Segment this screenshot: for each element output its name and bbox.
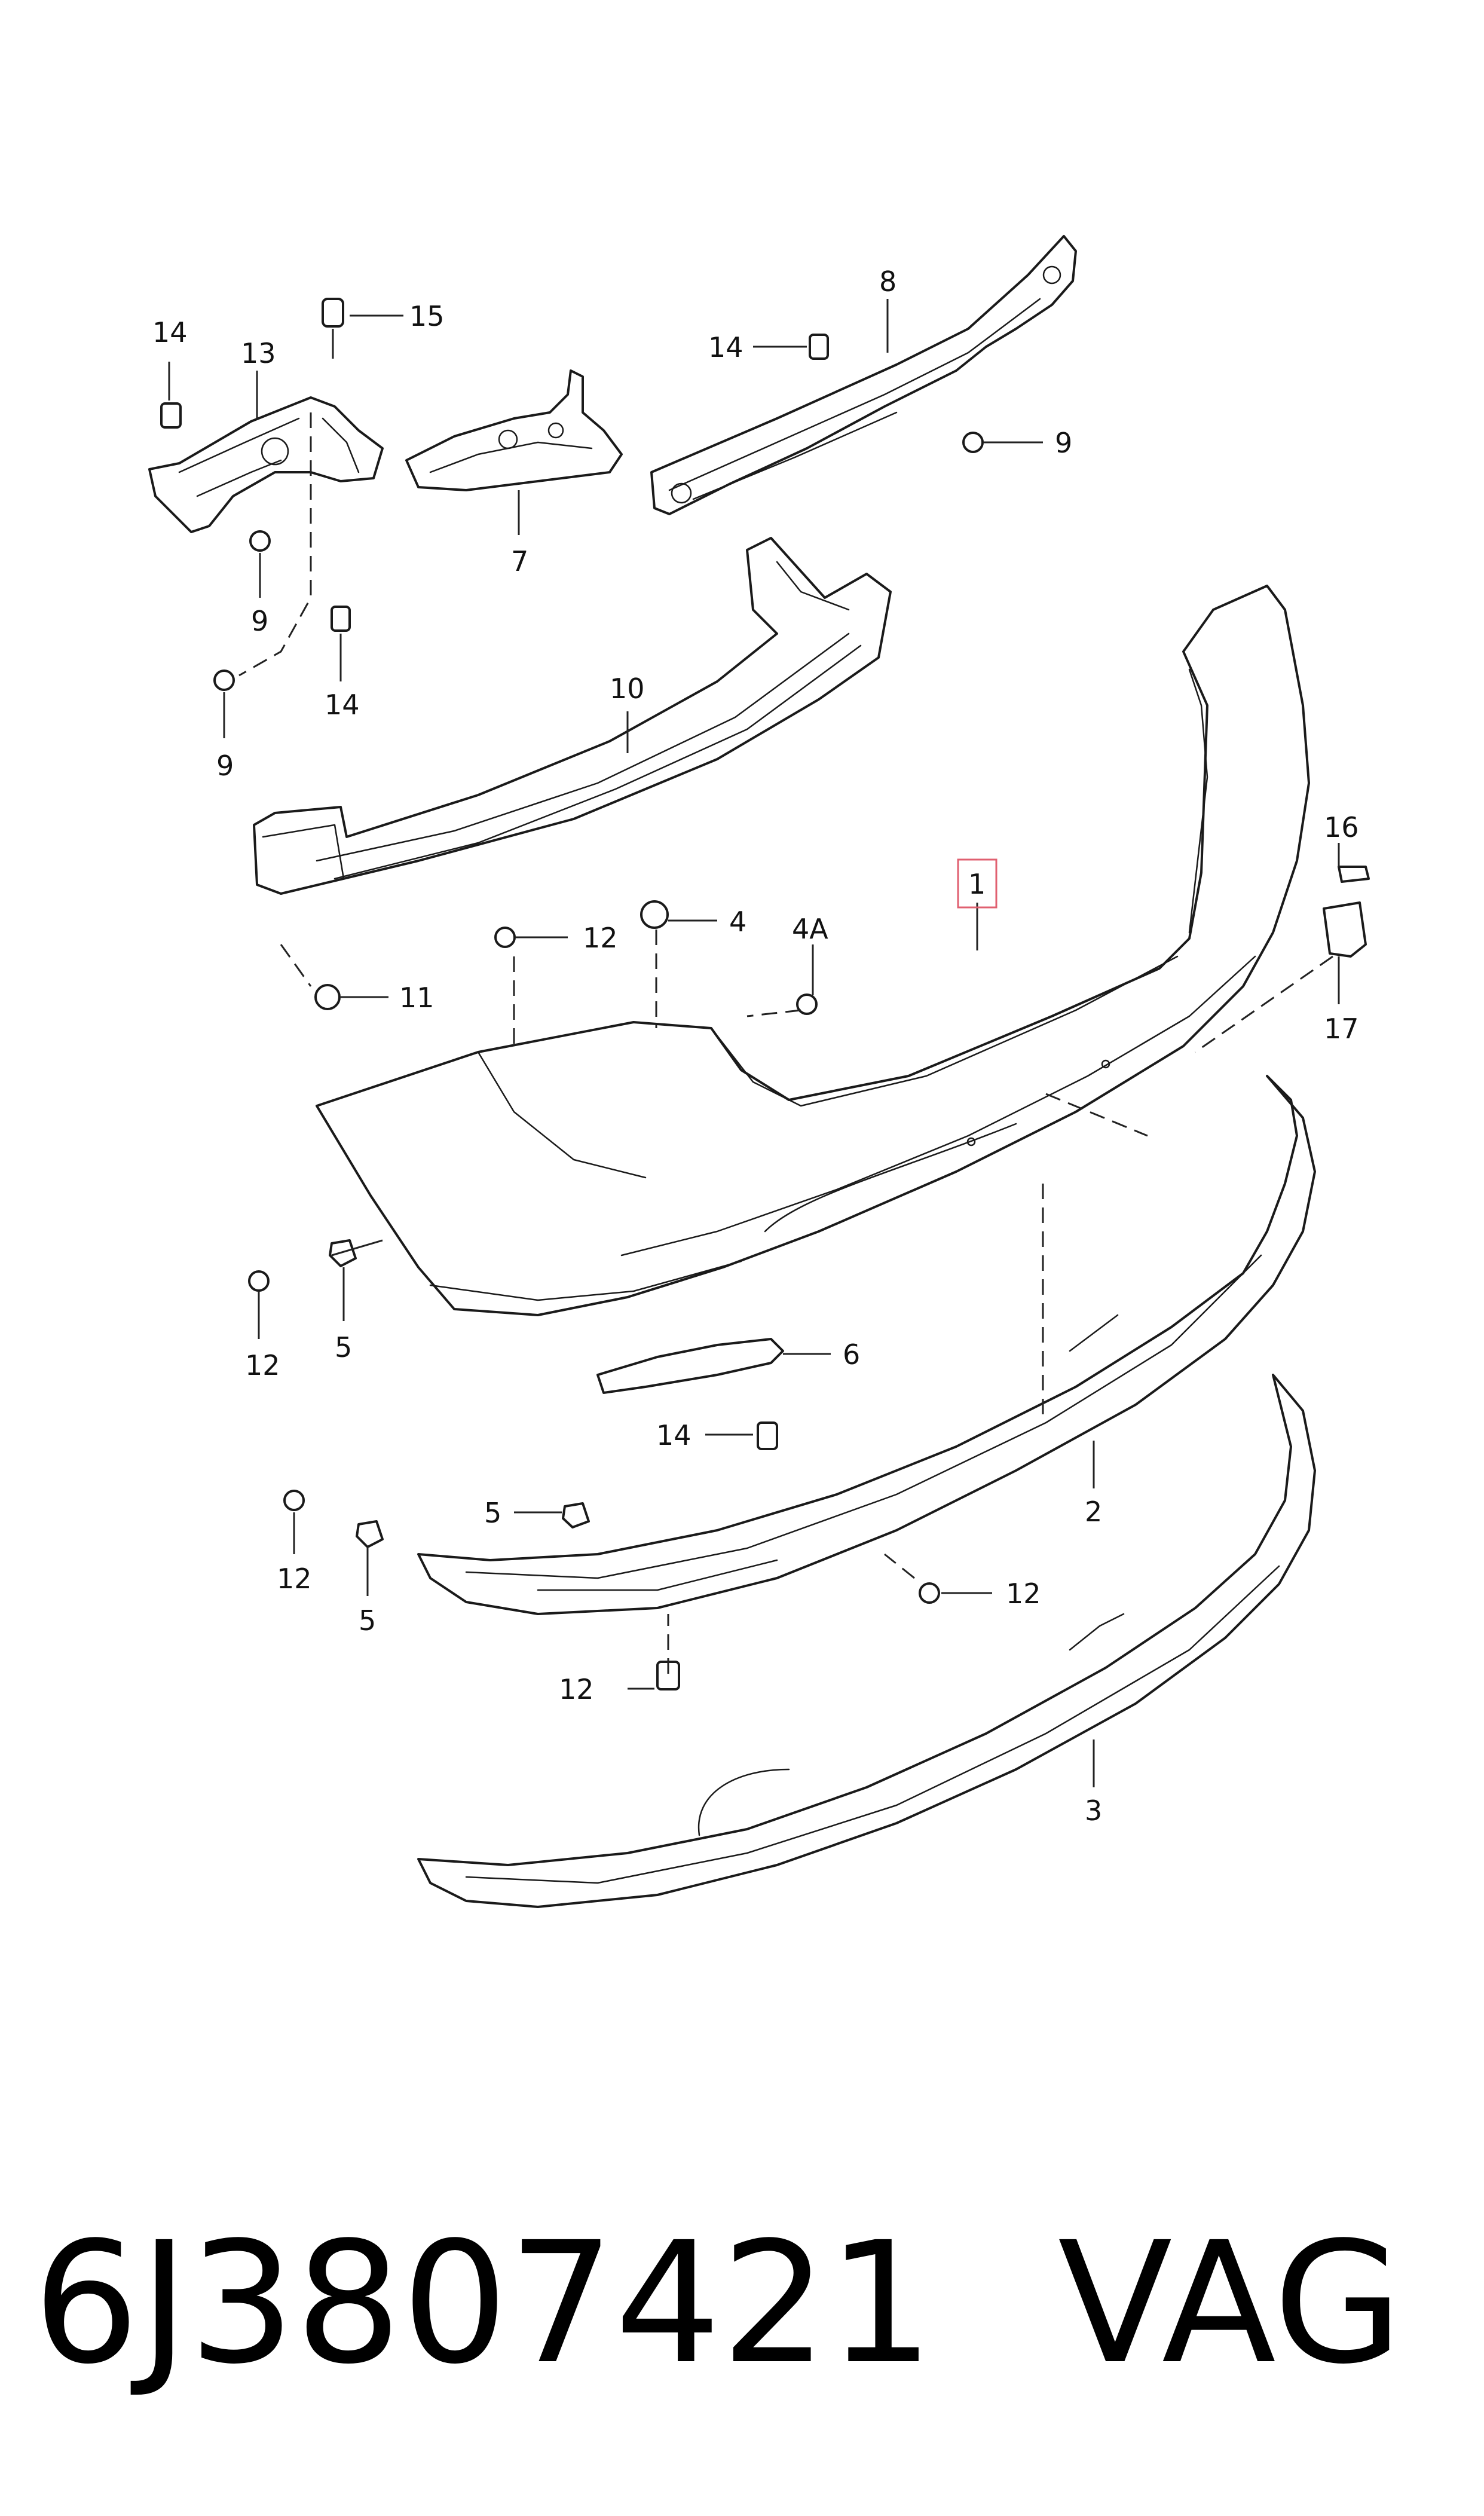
callout-1: 1 — [968, 868, 986, 900]
bracket-left-13 — [148, 396, 384, 533]
callout-4a: 4A — [792, 913, 828, 945]
callout-3: 3 — [1085, 1794, 1102, 1827]
callout-9b: 9 — [251, 605, 268, 637]
callout-12e: 12 — [559, 1673, 594, 1705]
callout-2: 2 — [1085, 1496, 1102, 1528]
callout-7: 7 — [511, 545, 528, 577]
callout-14d: 14 — [656, 1419, 691, 1451]
callout-12c: 12 — [277, 1563, 312, 1595]
bracket-7 — [405, 369, 623, 491]
callout-12b: 12 — [245, 1349, 280, 1381]
impact-bar-10 — [253, 537, 892, 895]
reflector-6 — [596, 1338, 784, 1394]
callout-10: 10 — [610, 672, 645, 705]
callout-4: 4 — [729, 906, 746, 938]
callouts: 14 13 15 7 8 14 9 9 14 9 10 12 4 4A 1 16… — [152, 265, 1359, 1827]
bracket-8 — [650, 235, 1077, 515]
callout-8: 8 — [879, 265, 896, 298]
callout-1-highlight — [957, 858, 998, 909]
callout-17: 17 — [1324, 1013, 1359, 1045]
callout-6: 6 — [843, 1338, 860, 1371]
callout-14b: 14 — [708, 331, 743, 363]
callout-15: 15 — [409, 300, 445, 332]
callout-16: 16 — [1324, 811, 1359, 843]
lower-trim-2 — [417, 1075, 1316, 1615]
callout-5b: 5 — [484, 1497, 501, 1529]
callout-14a: 14 — [152, 316, 188, 348]
bumper-cover-1 — [316, 585, 1310, 1316]
callout-14c: 14 — [325, 689, 360, 721]
assembly-lines — [238, 412, 1333, 1674]
callout-5c: 5 — [359, 1604, 376, 1637]
leader-lines — [168, 299, 1340, 1787]
diffuser-3 — [417, 1374, 1316, 1908]
brand-label: VAG — [1058, 2206, 1403, 2401]
callout-12d: 12 — [1006, 1578, 1041, 1610]
callout-5a: 5 — [335, 1331, 352, 1364]
callout-13: 13 — [241, 337, 276, 369]
callout-9a: 9 — [1055, 427, 1072, 459]
callout-12a: 12 — [583, 922, 618, 954]
fasteners — [160, 298, 1370, 1690]
callout-9c: 9 — [216, 750, 234, 782]
part-number: 6J3807421 — [33, 2206, 934, 2401]
callout-11: 11 — [399, 982, 435, 1014]
